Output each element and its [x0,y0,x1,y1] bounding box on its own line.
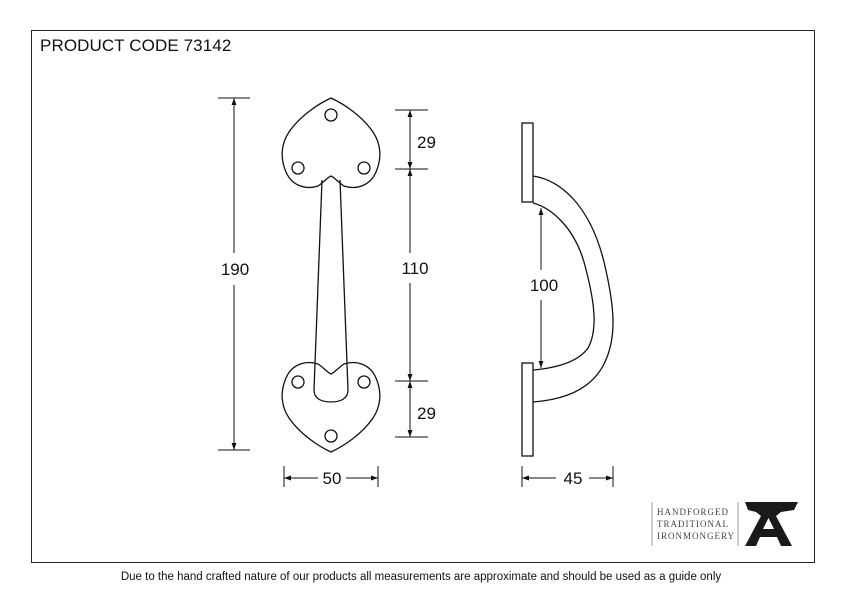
screw-hole [357,375,371,389]
dim-label-width: 50 [323,469,342,488]
handle-side-view [521,122,614,457]
drawing-frame [31,30,815,563]
handle-front-view [281,97,381,453]
grip-inner-curve [532,202,595,371]
top-heart-plate [281,97,381,189]
screw-hole [324,429,338,443]
bottom-plate-profile [521,362,534,457]
brand-logo: HANDFORGED TRADITIONAL IRONMONGERY [651,502,798,546]
dim-label-overall-height: 190 [221,260,249,279]
product-code: PRODUCT CODE 73142 [40,36,232,55]
screw-hole [291,161,305,175]
dim-label-bottom-plate: 29 [417,404,436,423]
screw-hole [324,108,338,122]
anvil-a-icon [745,502,798,546]
bottom-heart-plate [281,361,381,453]
dim-label-grip-clearance: 100 [530,276,558,295]
grip-bar [313,179,349,403]
grip-outer-curve [532,175,614,403]
screw-hole [357,161,371,175]
dim-label-handle-span: 110 [401,259,428,278]
logo-line-2: TRADITIONAL [657,519,729,529]
disclaimer-text: Due to the hand crafted nature of our pr… [120,571,722,583]
dim-label-projection: 45 [564,469,583,488]
screw-hole [291,375,305,389]
dim-label-top-plate: 29 [417,133,436,152]
top-plate-profile [521,122,534,203]
logo-line-3: IRONMONGERY [657,531,735,541]
logo-line-1: HANDFORGED [657,507,729,517]
